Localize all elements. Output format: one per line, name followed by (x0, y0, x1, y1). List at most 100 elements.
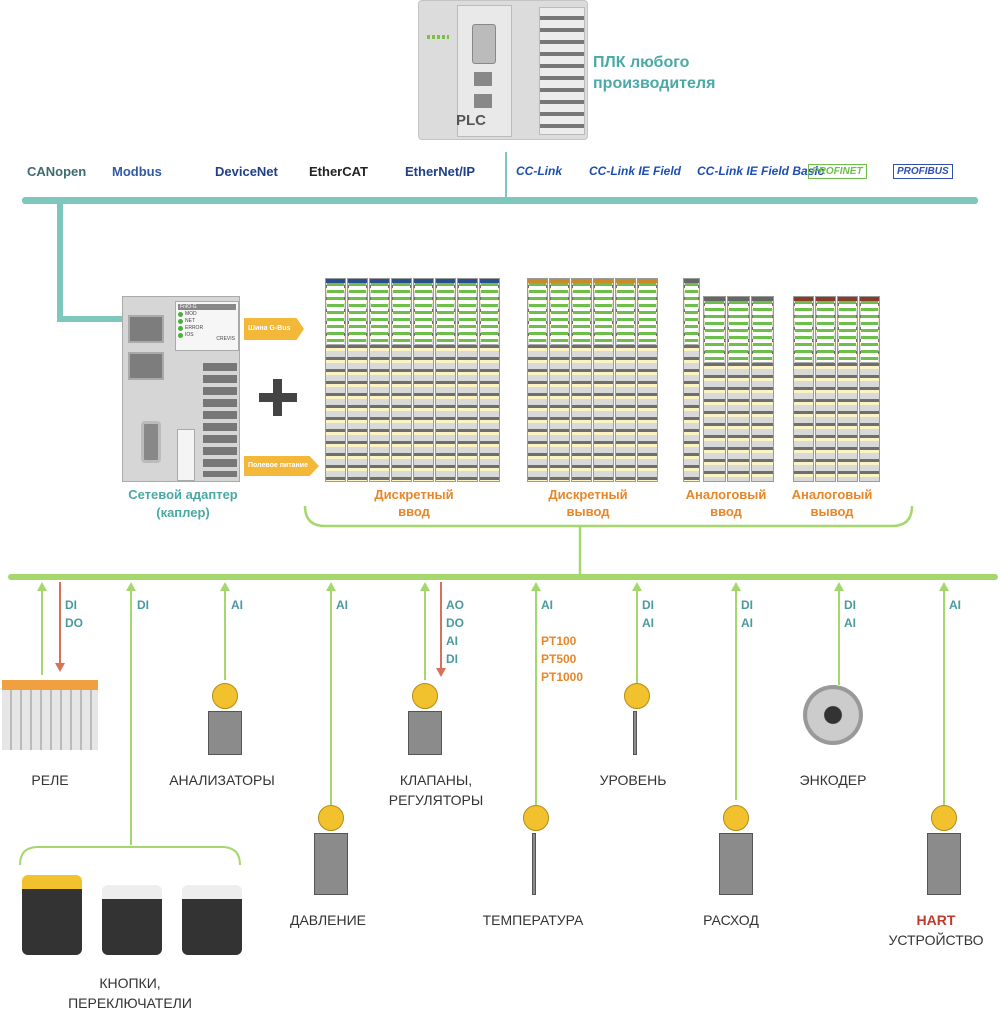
device-label-line1: ЭНКОДЕР (799, 772, 867, 788)
device-label-line1: УРОВЕНЬ (599, 772, 667, 788)
sensor-type: PT1000 (541, 670, 584, 684)
io-module (859, 296, 880, 482)
sensor-type: PT100 (541, 634, 577, 648)
input-signal-line (535, 588, 537, 805)
module-cap (638, 279, 657, 283)
protocol-logo: CC-Link IE Field (589, 164, 682, 178)
status-led: ERROR (178, 325, 236, 331)
module-led-panel (327, 279, 344, 345)
module-group-label: Дискретный ввод (354, 486, 474, 520)
signal-list: AI (336, 596, 348, 614)
transmitter-head-icon (412, 683, 438, 709)
output-signal-line (59, 582, 61, 665)
module-cap (684, 279, 699, 283)
module-led-panel (861, 297, 878, 363)
io-module (479, 278, 500, 482)
led-label: IOS (185, 332, 194, 338)
input-signal-line (735, 588, 737, 800)
valves-image (404, 683, 444, 755)
arrow-up-icon (126, 582, 136, 591)
signal-type: AI (446, 634, 458, 648)
status-led: IOS (178, 332, 236, 338)
signal-type: AI (231, 598, 243, 612)
io-module (369, 278, 390, 482)
signal-type: AI (336, 598, 348, 612)
module-cap (480, 279, 499, 283)
transmitter-head-icon (212, 683, 238, 709)
process-connection-icon (927, 833, 961, 895)
arrow-down-icon (436, 668, 446, 677)
arrow-up-icon (731, 582, 741, 591)
module-cap (572, 279, 591, 283)
input-signal-line (130, 588, 132, 845)
module-cap (616, 279, 635, 283)
transmitter-head-icon (318, 805, 344, 831)
module-cap (414, 279, 433, 283)
push-button-icon (102, 885, 162, 955)
power-terminals (203, 359, 237, 477)
signal-type: DO (446, 616, 464, 630)
adapter-label-line2: (каплер) (156, 505, 210, 520)
process-connection-icon (408, 711, 442, 755)
module-cap (550, 279, 569, 283)
protocol-logo: Modbus (112, 164, 162, 179)
protocol-logo: PROFINET (808, 164, 867, 179)
group-label-line2: ввод (398, 504, 430, 519)
module-led-panel (617, 279, 634, 345)
group-label-line1: Аналоговый (685, 487, 767, 502)
signal-list: DI AI (741, 596, 753, 632)
module-led-panel (685, 279, 698, 345)
signal-type: DI (741, 598, 753, 612)
signal-type: AO (446, 598, 464, 612)
module-cap (794, 297, 813, 301)
arrow-up-icon (632, 582, 642, 591)
io-module (593, 278, 614, 482)
protocol-logo: PROFIBUS (893, 164, 953, 179)
led-icon (178, 325, 183, 331)
input-signal-line (838, 588, 840, 685)
module-cap (594, 279, 613, 283)
io-line (8, 574, 998, 580)
sensor-type: PT500 (541, 652, 577, 666)
io-module (325, 278, 346, 482)
fieldbus-drop (57, 200, 63, 322)
module-led-panel (437, 279, 454, 345)
signal-list: AI (231, 596, 243, 614)
module-cap (436, 279, 455, 283)
arrow-up-icon (37, 582, 47, 591)
plc-title-line1: ПЛК любого (593, 54, 690, 71)
signal-list: AI (949, 596, 961, 614)
protocol-logo: EtherCAT (309, 164, 368, 179)
module-cap (348, 279, 367, 283)
transmitter-head-icon (723, 805, 749, 831)
io-module (751, 296, 774, 482)
group-label-line1: Дискретный (374, 487, 454, 502)
module-led-panel (795, 297, 812, 363)
plc-title: ПЛК любого производителя (593, 52, 715, 94)
signal-list: DI (137, 596, 149, 614)
relay-image (2, 680, 98, 750)
device-label-line1: КЛАПАНЫ, (399, 772, 473, 788)
io-module (793, 296, 814, 482)
module-led-panel (753, 297, 772, 363)
process-connection-icon (719, 833, 753, 895)
io-module (435, 278, 456, 482)
signal-type: AI (741, 616, 753, 630)
signal-type: DI (642, 598, 654, 612)
io-module (391, 278, 412, 482)
encoder-image (803, 685, 863, 745)
group-label-line1: Дискретный (548, 487, 628, 502)
signal-type: DI (65, 598, 77, 612)
io-module (703, 296, 726, 482)
device-label-line2: РЕГУЛЯТОРЫ (388, 792, 484, 808)
module-led-panel (595, 279, 612, 345)
arrow-up-icon (220, 582, 230, 591)
push-button-icon (182, 885, 242, 955)
led-icon (178, 332, 183, 338)
module-led-panel (817, 297, 834, 363)
